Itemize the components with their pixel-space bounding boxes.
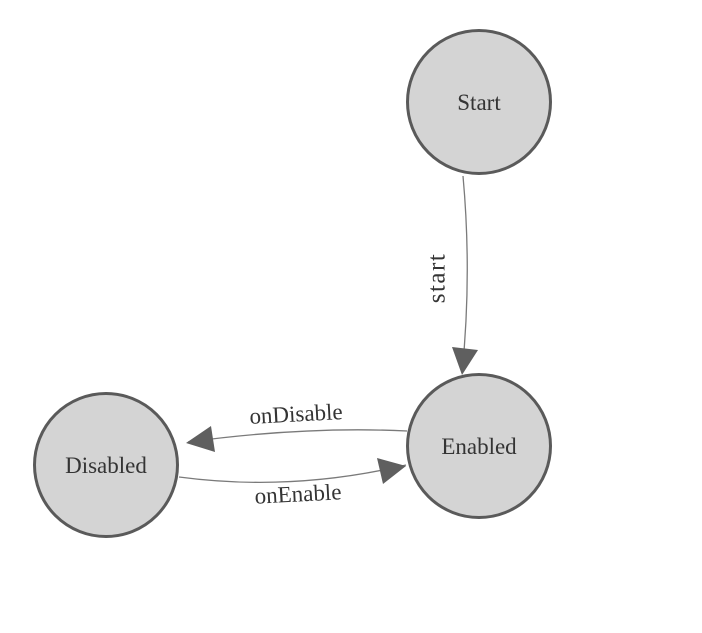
edge-enabled-to-disabled[interactable] [187, 429, 408, 443]
node-disabled-label: Disabled [65, 452, 147, 478]
edge-label-ondisable: onDisable [248, 399, 344, 429]
edge-disabled-to-enabled[interactable] [178, 464, 407, 483]
node-start-label: Start [457, 89, 501, 115]
node-enabled-label: Enabled [441, 433, 517, 459]
edge-label-start: start [423, 252, 451, 304]
edge-start-to-enabled[interactable] [461, 175, 468, 374]
edge-label-onenable: onEnable [253, 479, 343, 509]
arrowhead-enabled-to-disabled[interactable] [186, 426, 215, 452]
arrowhead-start-to-enabled[interactable] [452, 347, 478, 375]
node-start[interactable]: Start [406, 29, 552, 175]
node-enabled[interactable]: Enabled [406, 373, 552, 519]
arrowhead-disabled-to-enabled[interactable] [377, 458, 406, 484]
node-disabled[interactable]: Disabled [33, 392, 179, 538]
